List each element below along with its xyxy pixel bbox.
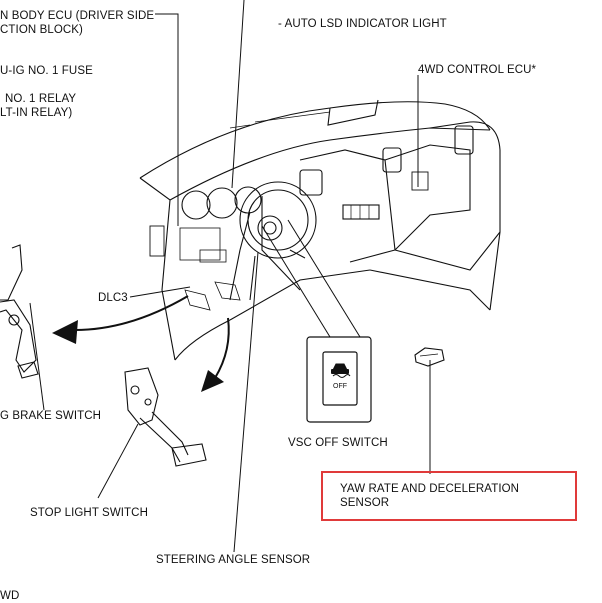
relay-label-line2: LT-IN RELAY)	[0, 107, 73, 119]
relay-label-line1: NO. 1 RELAY	[5, 93, 77, 105]
yaw-rate-highlight-box: YAW RATE AND DECELERATION SENSOR	[321, 471, 577, 521]
yaw-rate-sensor	[414, 347, 445, 367]
stop-light-pedal-drawing	[124, 367, 207, 467]
arrow-down-icon	[201, 317, 230, 392]
main-body-ecu-label-line2: CTION BLOCK)	[0, 24, 83, 36]
arrow-left-icon	[52, 295, 189, 344]
vsc-off-switch-callout: OFF	[306, 336, 372, 423]
steering-angle-sensor-label: STEERING ANGLE SENSOR	[156, 554, 311, 566]
fuse-label: U-IG NO. 1 FUSE	[0, 65, 93, 77]
stop-light-switch-label: STOP LIGHT SWITCH	[30, 507, 148, 519]
dashboard-outline	[139, 99, 501, 361]
dlc3-label: DLC3	[98, 292, 128, 304]
vsc-icon-text: OFF	[333, 383, 347, 390]
bottom-partial-label: WD	[0, 590, 20, 602]
vsc-off-car-icon	[331, 363, 351, 378]
auto-lsd-label: - AUTO LSD INDICATOR LIGHT	[278, 18, 447, 30]
control-ecu-label: 4WD CONTROL ECU*	[418, 64, 537, 76]
leader-lines	[29, 0, 431, 553]
main-body-ecu-label-line1: N BODY ECU (DRIVER SIDE	[0, 10, 155, 22]
vsc-off-switch-label: VSC OFF SWITCH	[288, 437, 388, 449]
brake-pedal-drawing	[0, 244, 39, 379]
yaw-rate-label-line2: SENSOR	[340, 497, 390, 509]
brake-switch-label: G BRAKE SWITCH	[0, 410, 102, 422]
yaw-rate-label-line1: YAW RATE AND DECELERATION	[340, 483, 520, 495]
